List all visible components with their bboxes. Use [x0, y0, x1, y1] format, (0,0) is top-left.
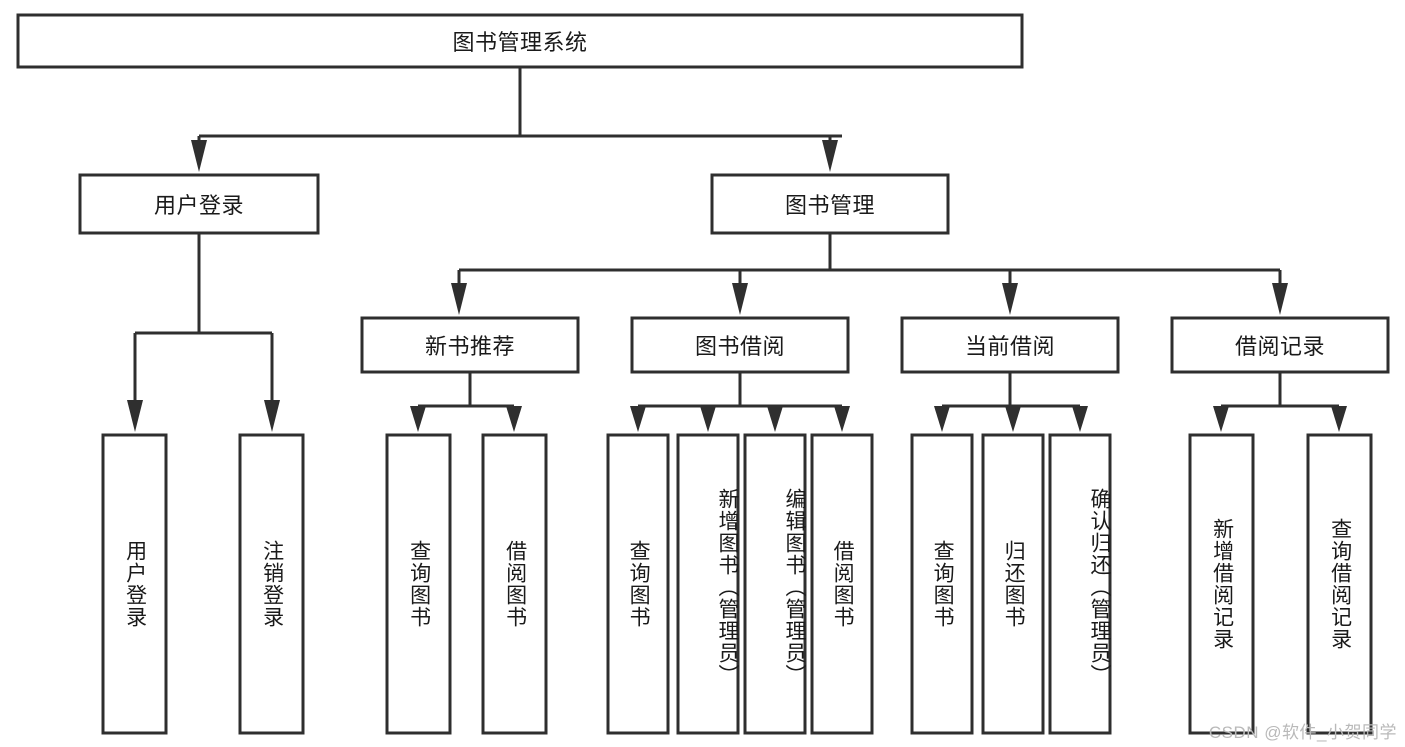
arrow-head-leaf-user-login — [127, 400, 143, 432]
arrow-head-cb-confirm-return — [1072, 406, 1088, 432]
leaf-box-bb-add-book[interactable] — [676, 433, 740, 735]
arrow-head-bb-query-book — [630, 406, 646, 432]
node-box-user-login[interactable] — [78, 173, 320, 235]
arrow-head-book-mgmt — [822, 140, 838, 172]
connector-group-new-book-rec — [410, 372, 522, 432]
arrow-head-cb-query-book — [934, 406, 950, 432]
arrow-head-nbr-query-book — [410, 406, 426, 432]
leaf-box-bb-edit-book[interactable] — [743, 433, 807, 735]
leaf-box-user-login[interactable] — [101, 433, 168, 735]
arrow-head-book-borrow — [732, 283, 748, 315]
node-box-new-book-recommend[interactable] — [360, 316, 580, 374]
leaf-box-nbr-borrow-book[interactable] — [481, 433, 548, 735]
connector-group-book-borrow — [630, 372, 850, 432]
connector-group-current-borrow — [934, 372, 1088, 432]
arrow-head-bb-add-book — [700, 406, 716, 432]
arrow-head-nbr-borrow-book — [506, 406, 522, 432]
leaf-box-bb-query-book[interactable] — [606, 433, 670, 735]
leaf-box-br-query-record[interactable] — [1306, 433, 1373, 735]
node-box-book-management[interactable] — [710, 173, 950, 235]
leaf-box-cb-confirm-return[interactable] — [1048, 433, 1112, 735]
arrow-head-borrow-record — [1272, 283, 1288, 315]
leaf-box-cb-return-book[interactable] — [981, 433, 1045, 735]
arrow-head-bb-edit-book — [767, 406, 783, 432]
leaf-box-cb-query-book[interactable] — [910, 433, 974, 735]
arrow-head-current-borrow — [1002, 283, 1018, 315]
node-box-borrow-record[interactable] — [1170, 316, 1390, 374]
node-box-current-borrow[interactable] — [900, 316, 1120, 374]
leaf-box-nbr-query-book[interactable] — [385, 433, 452, 735]
node-box-book-borrow[interactable] — [630, 316, 850, 374]
arrow-head-new-book-rec — [451, 283, 467, 315]
connector-group-root — [191, 67, 842, 172]
connector-group-user-login — [127, 233, 280, 432]
connector-group-book-mgmt — [451, 233, 1288, 315]
arrow-head-bb-borrow-book — [834, 406, 850, 432]
arrow-head-cb-return-book — [1005, 406, 1021, 432]
node-box-root[interactable] — [16, 13, 1024, 69]
arrow-head-br-add-record — [1213, 406, 1229, 432]
arrow-head-leaf-logout — [264, 400, 280, 432]
leaf-box-bb-borrow-book[interactable] — [810, 433, 874, 735]
arrow-head-br-query-record — [1331, 406, 1347, 432]
connector-group-borrow-record — [1213, 372, 1347, 432]
arrow-head-user-login — [191, 140, 207, 172]
leaf-box-logout[interactable] — [238, 433, 305, 735]
leaf-box-br-add-record[interactable] — [1188, 433, 1255, 735]
